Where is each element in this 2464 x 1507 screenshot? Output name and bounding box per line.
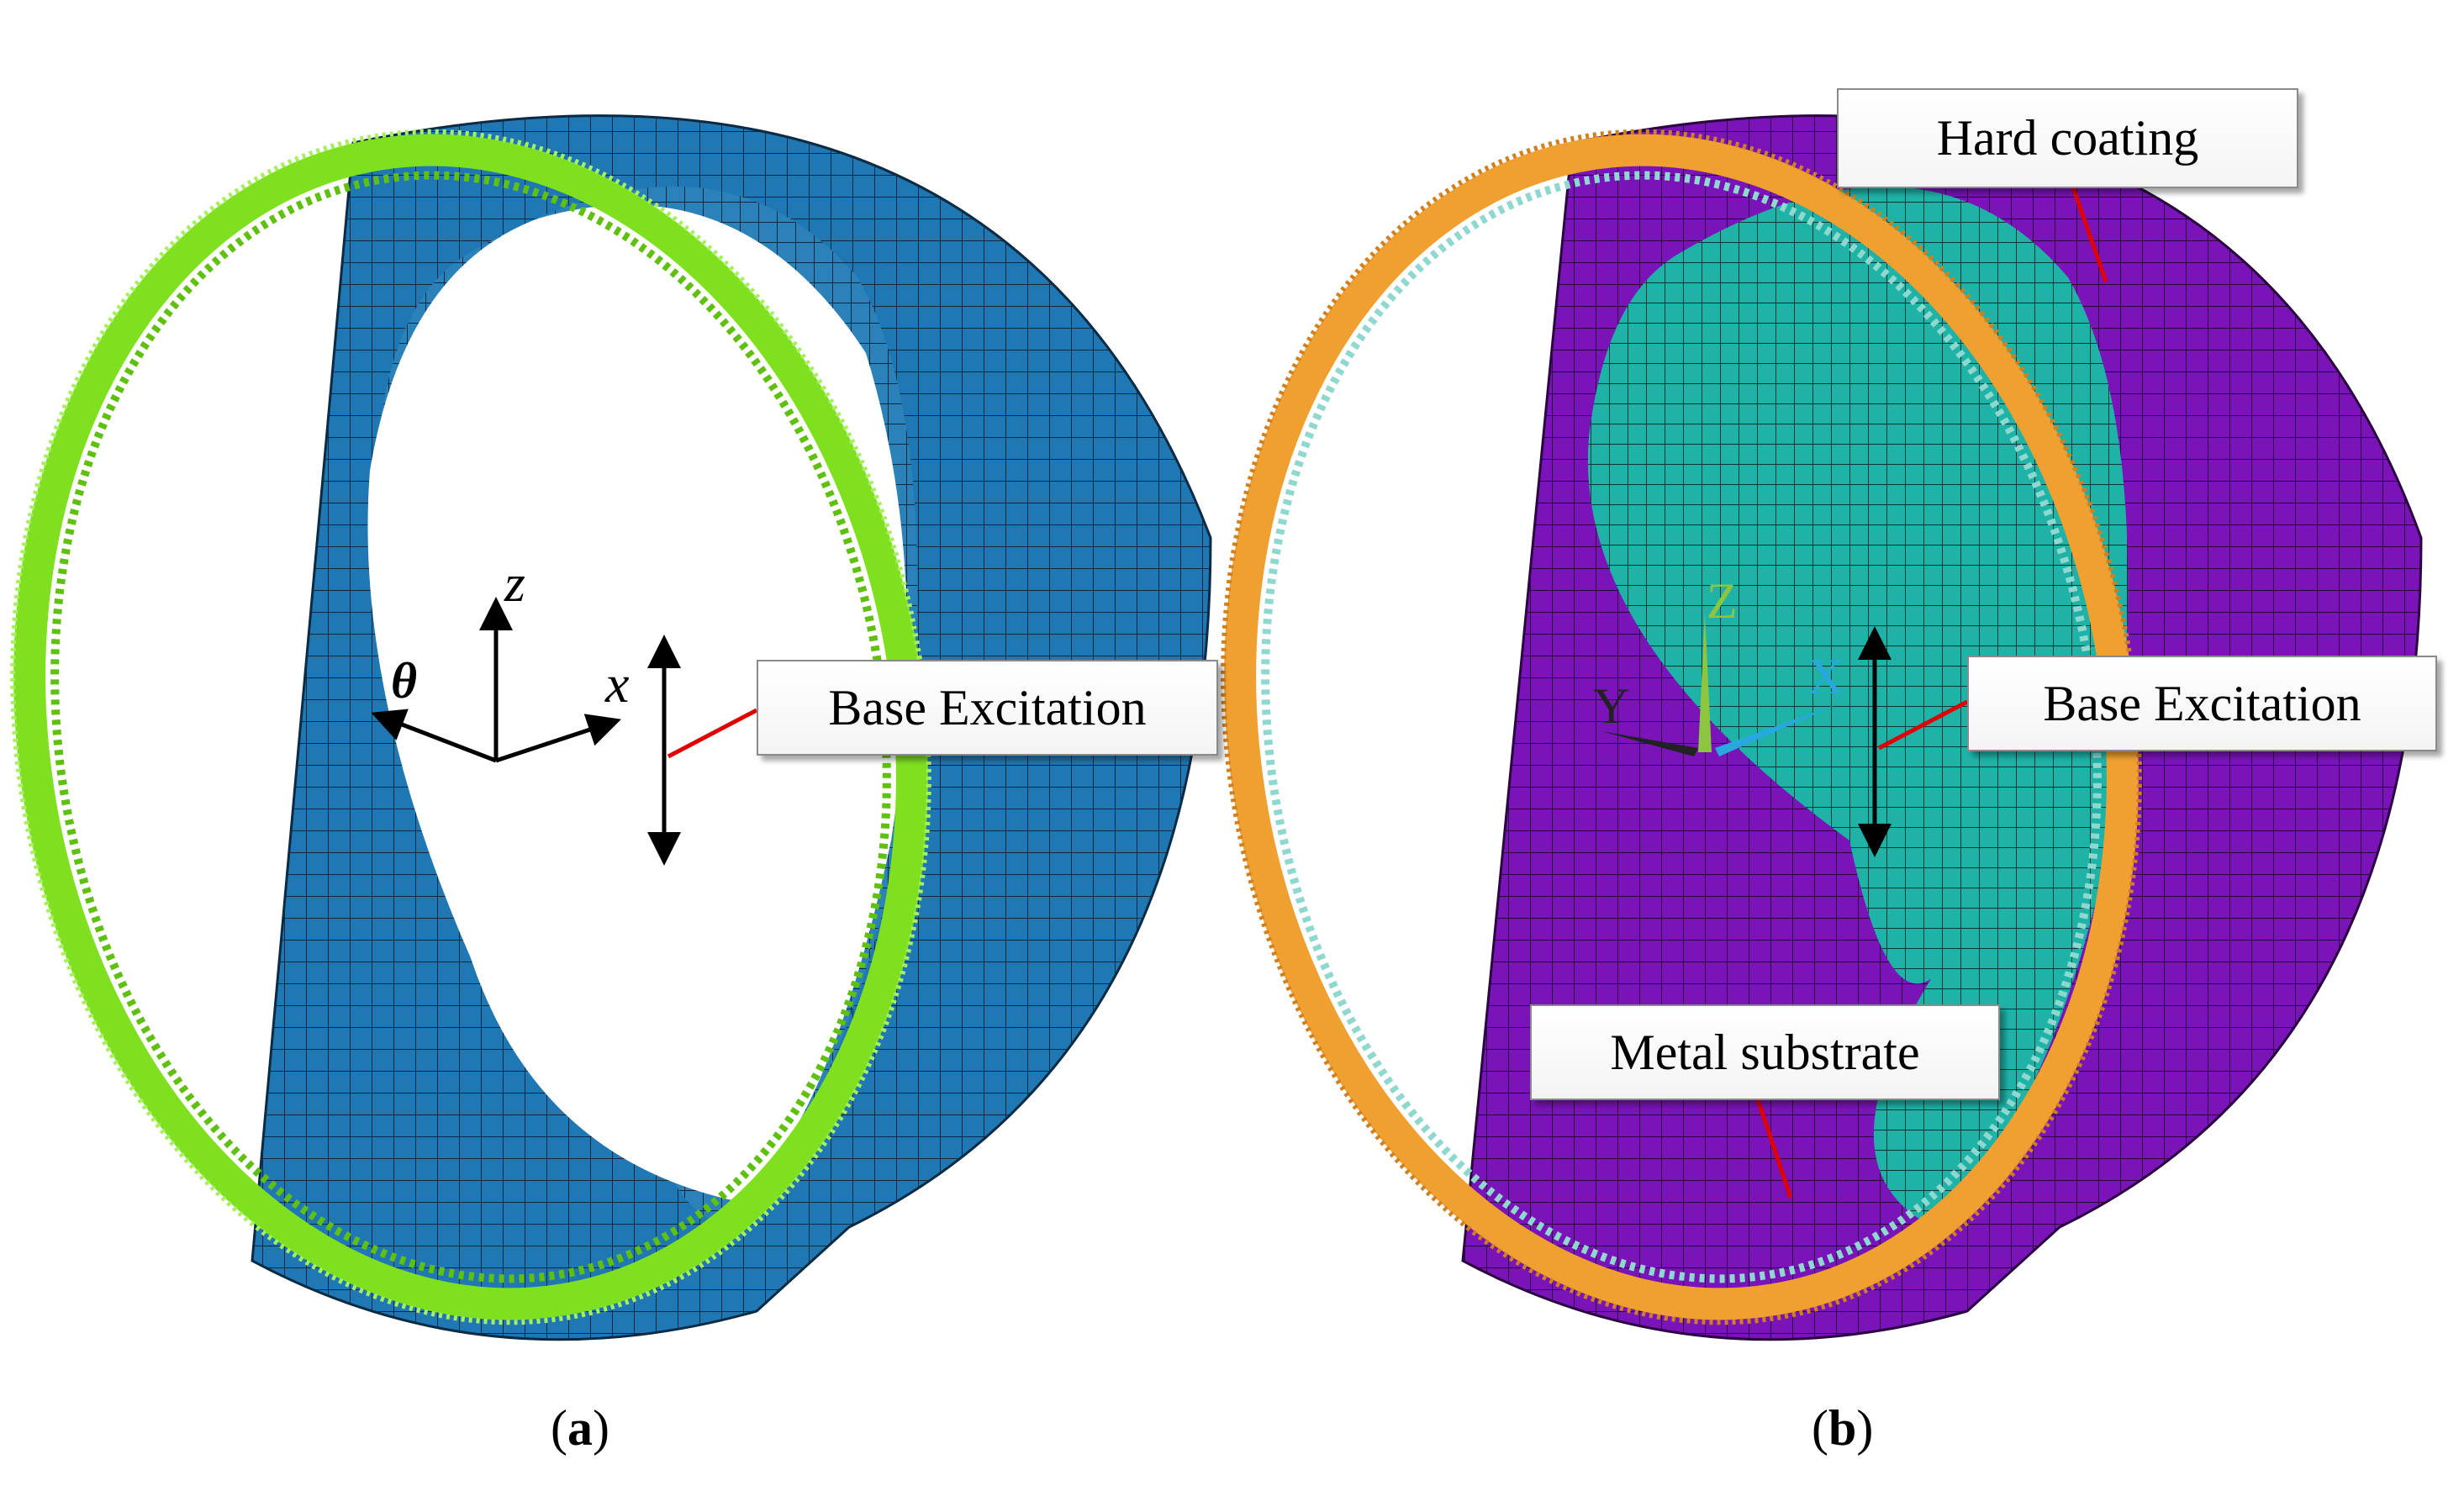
panel-b-base-excitation-callout: Base Excitation	[1967, 656, 2437, 751]
panel-a-excitation-arrow	[647, 635, 758, 866]
panel-b-axes: Z X Y	[1593, 573, 1844, 756]
panel-b-leader-substrate	[1754, 1096, 1793, 1199]
panel-a-leader-line	[667, 708, 758, 759]
panel-a-theta-axis	[371, 709, 497, 763]
panel-a-label: (a)	[551, 1400, 609, 1456]
panel-a-z-label: z	[504, 553, 525, 613]
panel-b-hard-coating-callout: Hard coating	[1837, 88, 2298, 188]
panel-b-x-label: X	[1807, 649, 1844, 704]
panel-b-label: (b)	[1812, 1400, 1874, 1456]
panel-b-leader-coating	[2070, 184, 2108, 282]
panel-a-x-label: x	[604, 654, 629, 714]
panel-a-theta-label: θ	[391, 653, 417, 709]
panel-a-cylinder	[10, 114, 1212, 1341]
panel-b-inner-wall	[1587, 186, 2129, 1228]
panel-b-y-label: Y	[1593, 678, 1629, 734]
panel-b-y-axis	[1601, 731, 1698, 756]
panel-a-x-axis	[495, 714, 621, 763]
panel-b-z-axis	[1698, 614, 1712, 752]
panel-b-z-label: Z	[1707, 573, 1738, 629]
panel-a-opening	[367, 204, 908, 1203]
panel-a-axes: z x θ	[371, 553, 629, 763]
panel-b-x-axis	[1715, 704, 1837, 756]
panel-b-leader-excitation	[1877, 699, 1969, 751]
panel-b-metal-substrate-callout: Metal substrate	[1530, 1004, 2000, 1100]
panel-a-rim	[13, 134, 928, 1320]
panel-a-base-excitation-callout: Base Excitation	[757, 660, 1218, 756]
panel-b-excitation-arrow	[1858, 626, 1969, 857]
